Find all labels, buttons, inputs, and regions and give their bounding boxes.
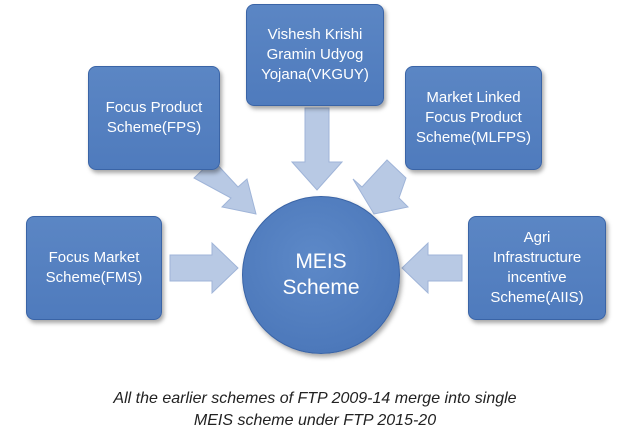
node-fps: Focus Product Scheme(FPS) [88,66,220,170]
caption: All the earlier schemes of FTP 2009-14 m… [0,388,630,432]
caption-line-1: All the earlier schemes of FTP 2009-14 m… [113,390,517,407]
arrow-mlfps-to-meis [352,159,410,215]
node-aiis-label: Agri Infrastructure incentive Scheme(AII… [490,229,584,306]
node-aiis: Agri Infrastructure incentive Scheme(AII… [468,216,606,320]
node-mlfps: Market Linked Focus Product Scheme(MLFPS… [405,66,542,170]
node-fms-label: Focus Market Scheme(FMS) [45,249,143,286]
arrow-aiis-to-meis [401,241,463,295]
meis-center-circle: MEIS Scheme [242,196,400,354]
node-mlfps-label: Market Linked Focus Product Scheme(MLFPS… [415,89,532,146]
arrow-vkguy-to-meis [290,107,344,191]
node-vkguy: Vishesh Krishi Gramin Udyog Yojana(VKGUY… [246,4,384,106]
meis-center-label: MEIS Scheme [282,250,360,299]
node-fps-label: Focus Product Scheme(FPS) [105,99,203,136]
caption-line-2: MEIS scheme under FTP 2015-20 [193,412,437,429]
arrow-fms-to-meis [169,241,239,295]
node-vkguy-label: Vishesh Krishi Gramin Udyog Yojana(VKGUY… [261,26,369,83]
node-fms: Focus Market Scheme(FMS) [26,216,162,320]
